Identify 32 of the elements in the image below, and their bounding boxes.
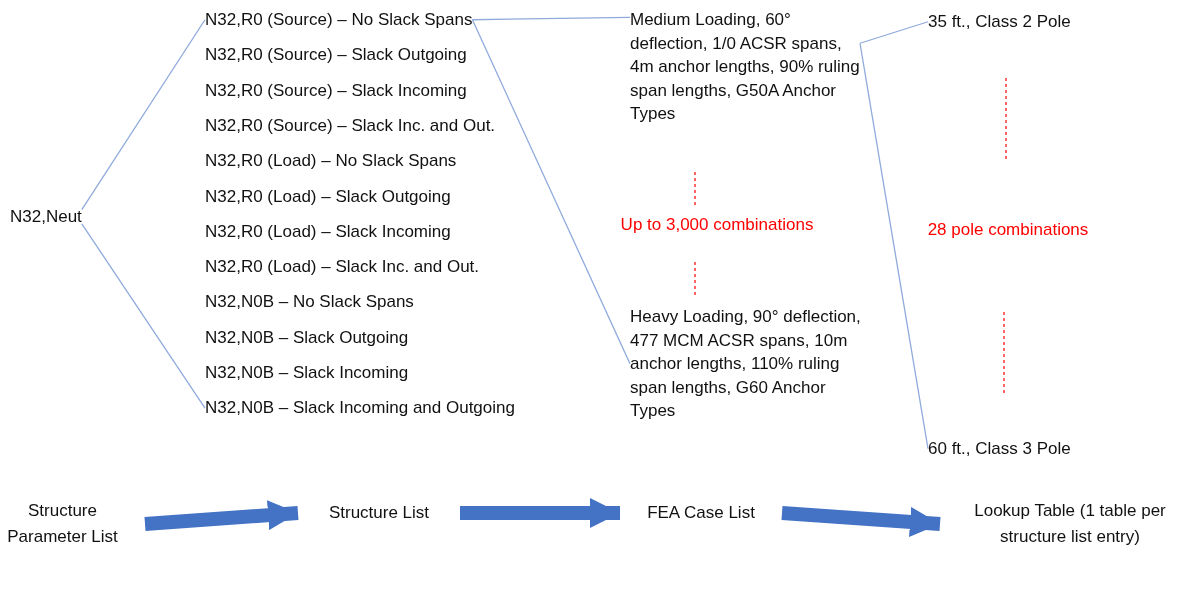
node-label: FEA Case List [640,500,762,526]
node-label: N32,R0 (Load) – Slack Incoming [205,219,451,244]
note-text: 28 pole combinations [927,220,1089,240]
node-label: Structure List [318,500,440,526]
connector-line [471,19,631,365]
node-label: 35 ft., Class 2 Pole [928,10,1071,34]
note-text: Up to 3,000 combinations [620,215,814,235]
node-label: N32,R0 (Source) – Slack Incoming [205,78,467,103]
node-label: Lookup Table (1 table per structure list entry) [960,498,1180,550]
node-label: N32,Neut [10,205,82,229]
node-label: N32,N0B – Slack Incoming [205,361,409,385]
node-label: Heavy Loading, 90° deflection, 477 MCM ACSR spans, 10m anchor lengths, 110% ruling span lengths, G60 Anchor Types [630,305,870,423]
node-label: N32,R0 (Load) – No Slack Spans [205,149,457,173]
node-label: Structure Parameter List [0,498,125,550]
connector-line [81,19,206,211]
node-label: N32,R0 (Source) – Slack Inc. and Out. [205,113,496,138]
node-label: N32,N0B – Slack Outgoing [205,325,409,350]
node-label: N32,N0B – Slack Incoming and Outgoing [205,396,515,420]
node-label: N32,R0 (Load) – Slack Outgoing [205,184,451,208]
node-label: N32,R0 (Source) – No Slack Spans [205,8,473,32]
connector-line [81,223,206,409]
connector-line [471,16,631,21]
node-label: N32,R0 (Source) – Slack Outgoing [205,43,467,67]
node-label: N32,R0 (Load) – Slack Inc. and Out. [205,255,480,279]
node-label: 60 ft., Class 3 Pole [928,437,1071,461]
block-arrow [144,500,299,531]
connector-line [859,42,929,450]
connector-line [859,21,929,44]
node-label: Medium Loading, 60° deflection, 1/0 ACSR spans, 4m anchor lengths, 90% ruling span lengths, G50A Anchor Types [630,8,860,126]
node-label: N32,N0B – No Slack Spans [205,290,414,314]
block-arrow [781,506,941,537]
block-arrow [460,498,620,528]
